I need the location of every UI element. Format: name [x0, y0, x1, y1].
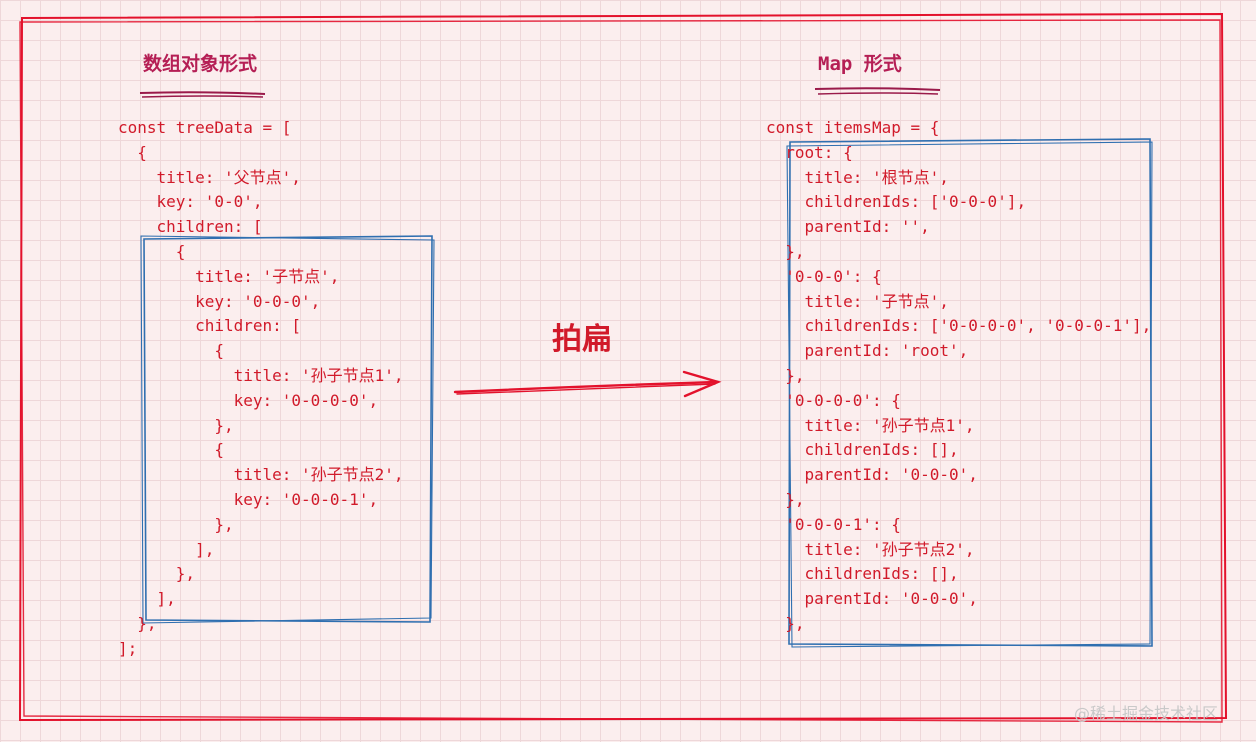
right-highlight-box: [786, 138, 1153, 648]
left-heading: 数组对象形式: [143, 53, 258, 75]
code-line: const itemsMap = {: [766, 118, 940, 137]
code-line: {: [118, 142, 147, 162]
code-line: key: '0-0',: [118, 192, 263, 212]
left-highlight-box: [140, 235, 435, 624]
code-line: title: '子节点',: [766, 291, 949, 311]
code-line: parentId: '0-0-0',: [766, 465, 978, 485]
code-line: title: '孙子节点2',: [766, 539, 975, 559]
code-line: },: [118, 415, 234, 435]
code-line: const treeData = [: [118, 118, 292, 137]
code-line: ];: [118, 638, 138, 658]
code-line: {: [118, 440, 224, 460]
code-line: '0-0-0-1': {: [766, 514, 901, 534]
code-line: ],: [118, 539, 215, 559]
code-line: '0-0-0-0': {: [766, 390, 901, 410]
code-line: title: '子节点',: [118, 266, 340, 286]
code-line: },: [766, 241, 805, 261]
code-line: childrenIds: ['0-0-0-0', '0-0-0-1'],: [766, 316, 1152, 336]
outer-frame: [18, 12, 1228, 723]
code-line: '0-0-0': {: [766, 266, 882, 286]
code-line: parentId: '0-0-0',: [766, 589, 978, 609]
flatten-arrow: [453, 370, 722, 398]
code-line: parentId: 'root',: [766, 341, 969, 361]
code-line: {: [118, 341, 224, 361]
code-line: },: [766, 365, 805, 385]
code-line: key: '0-0-0-0',: [118, 390, 379, 410]
code-line: title: '父节点',: [118, 167, 301, 187]
code-line: {: [118, 241, 186, 261]
code-line: key: '0-0-0',: [118, 291, 321, 311]
code-line: childrenIds: ['0-0-0'],: [766, 192, 1027, 212]
code-line: childrenIds: [],: [766, 440, 959, 460]
code-line: title: '孙子节点1',: [766, 415, 975, 435]
code-line: children: [: [118, 217, 263, 237]
right-heading: Map 形式: [818, 53, 902, 75]
code-line: childrenIds: [],: [766, 564, 959, 584]
code-line: key: '0-0-0-1',: [118, 489, 379, 509]
flatten-label: 拍扁: [552, 322, 612, 357]
left-code-block: const treeData = [ { title: '父节点', key: …: [118, 116, 404, 662]
code-line: title: '孙子节点1',: [118, 365, 404, 385]
code-line: },: [118, 613, 157, 633]
right-heading-underline: [814, 87, 941, 95]
code-line: ],: [118, 589, 176, 609]
code-line: root: {: [766, 142, 853, 162]
left-heading-underline: [139, 91, 266, 98]
watermark: @稀土掘金技术社区: [1074, 704, 1219, 723]
code-line: parentId: '',: [766, 217, 930, 237]
code-line: },: [766, 613, 805, 633]
code-line: children: [: [118, 316, 302, 336]
code-line: },: [118, 564, 196, 584]
code-line: title: '孙子节点2',: [118, 465, 404, 485]
code-line: },: [766, 489, 805, 509]
code-line: title: '根节点',: [766, 167, 949, 187]
code-line: },: [118, 514, 234, 534]
right-code-block: const itemsMap = { root: { title: '根节点',…: [766, 116, 1151, 637]
